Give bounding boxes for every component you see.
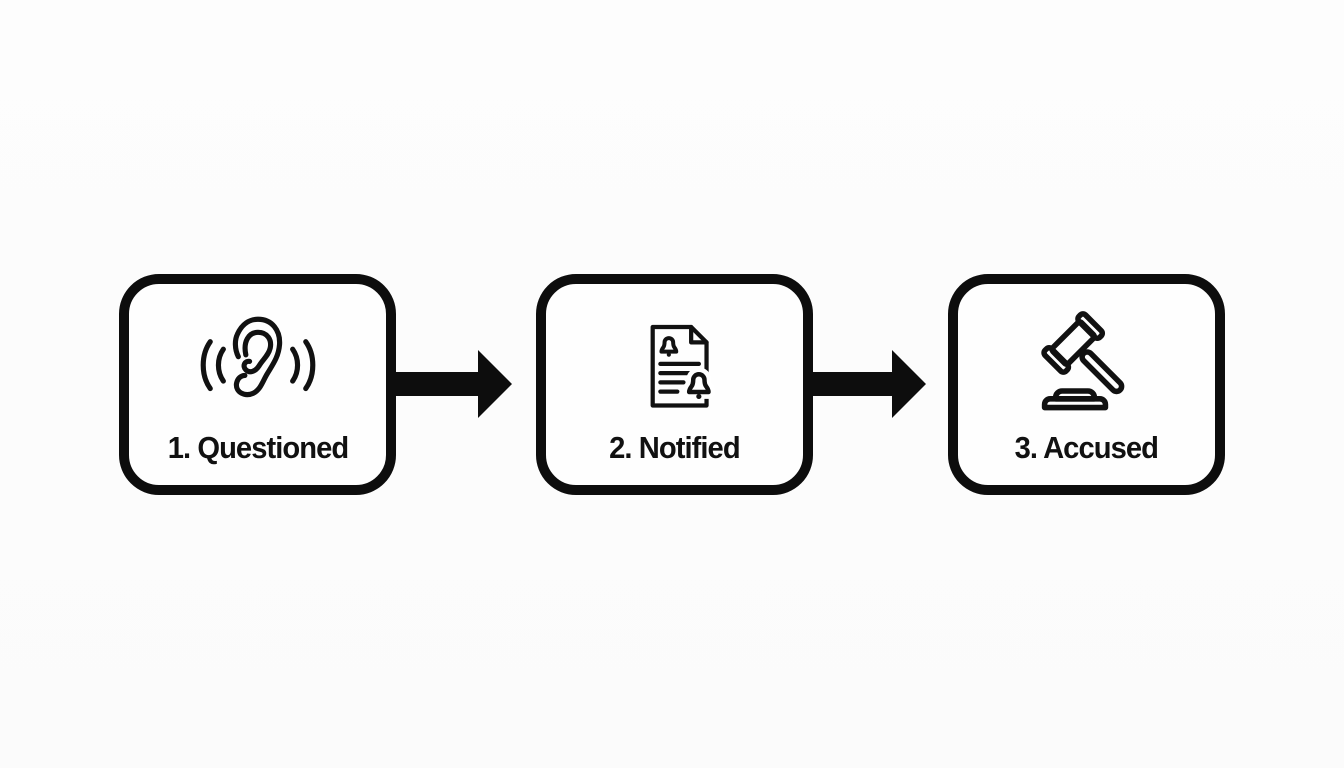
flow-arrow-icon: [396, 344, 536, 424]
hearing-ear-icon: [183, 308, 333, 426]
step-label: 1. Questioned: [167, 430, 348, 465]
step-box-questioned: 1. Questioned: [119, 273, 396, 495]
gavel-icon: [1027, 308, 1147, 426]
flow-arrow-icon: [813, 344, 948, 424]
notification-document-icon: [625, 308, 725, 426]
step-box-notified: 2. Notified: [536, 273, 813, 495]
step-label: 2. Notified: [609, 430, 740, 465]
step-box-accused: 3. Accused: [948, 273, 1225, 495]
process-flow: 1. Questioned: [119, 273, 1225, 495]
step-label: 3. Accused: [1014, 430, 1159, 465]
